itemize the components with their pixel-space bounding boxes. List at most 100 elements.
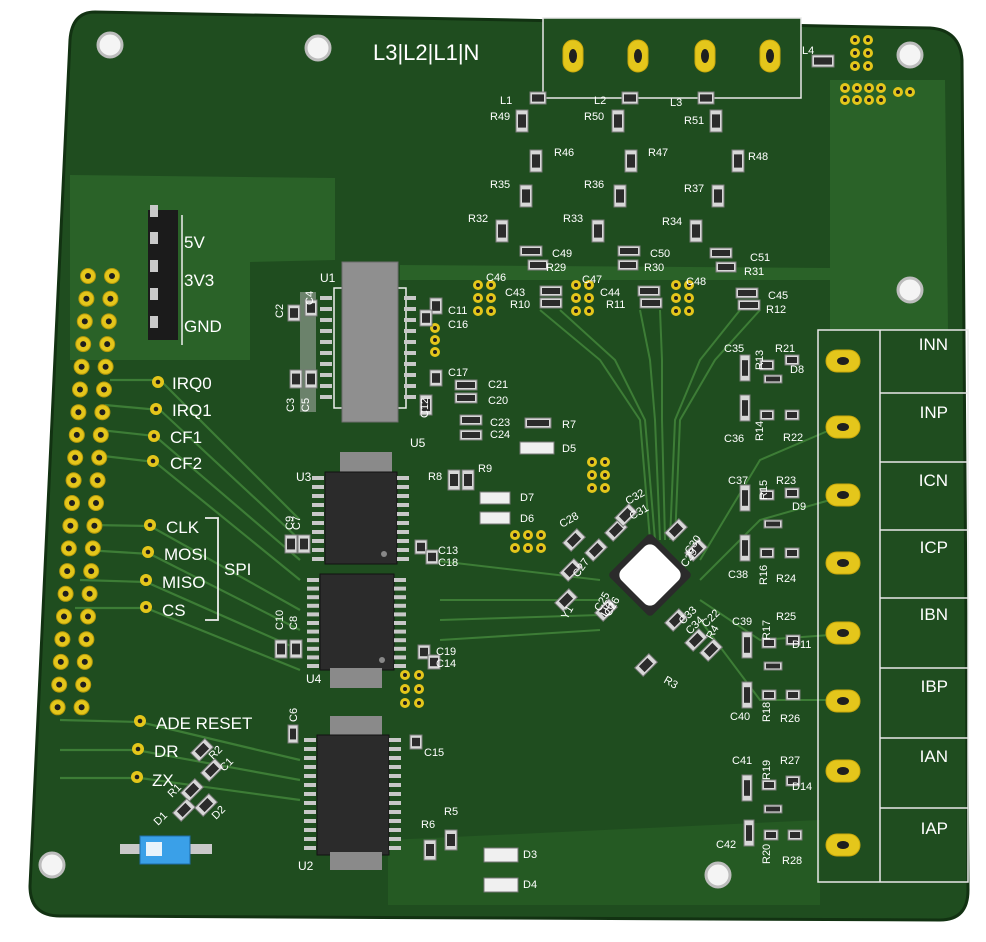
ref-c18: C18 (438, 557, 458, 569)
smd-part (519, 184, 533, 208)
ref-c44: C44 (600, 287, 620, 299)
smd-part (429, 369, 443, 387)
smd-part (519, 245, 543, 257)
ref-r46: R46 (554, 147, 574, 159)
ic-pins (304, 296, 416, 850)
ref-c37: C37 (728, 475, 748, 487)
power-pin-header (148, 205, 183, 345)
smd-part (633, 652, 659, 678)
ref-r5: R5 (444, 806, 458, 818)
smd-part (427, 654, 441, 670)
ref-r33: R33 (563, 213, 583, 225)
power-label-gnd: GND (184, 317, 222, 336)
smd-part (454, 379, 478, 391)
spi-label: SPI (224, 560, 251, 579)
smd-part (698, 637, 724, 663)
smd-part (617, 245, 641, 257)
ref-c23: C23 (490, 417, 510, 429)
ref-c38: C38 (728, 569, 748, 581)
smd-part (761, 779, 777, 791)
smd-part (741, 631, 753, 659)
ref-c47: C47 (582, 274, 602, 286)
ref-r9: R9 (478, 463, 492, 475)
phase-label: L3|L2|L1|N (373, 40, 479, 65)
input-label-iap: IAP (921, 819, 948, 838)
ref-l1: L1 (500, 95, 512, 107)
copper-pour-left-header (70, 175, 335, 360)
input-label-ian: IAN (920, 747, 948, 766)
smd-part (787, 829, 803, 841)
copper-pour-top-right (830, 80, 948, 330)
ref-r10: R10 (510, 299, 530, 311)
smd-part (425, 549, 439, 565)
ref-c9: C9 (284, 516, 296, 530)
ref-d14: D14 (792, 781, 812, 793)
ref-r7: R7 (562, 419, 576, 431)
ref-d4: D4 (523, 879, 537, 891)
smd-part (274, 639, 288, 659)
ref-r27: R27 (780, 755, 800, 767)
ref-c46: C46 (486, 272, 506, 284)
input-label-inn: INN (919, 335, 948, 354)
signal-label-miso: MISO (162, 573, 205, 592)
smd-part (527, 259, 549, 271)
ref-r36: R36 (584, 179, 604, 191)
smd-part (423, 839, 437, 861)
ref-d5: D5 (562, 443, 576, 455)
smd-part (529, 149, 543, 173)
ref-r49: R49 (490, 111, 510, 123)
smd-part (284, 534, 298, 554)
power-label-3v3: 3V3 (184, 271, 214, 290)
ref-c16: C16 (448, 319, 468, 331)
ref-r31: R31 (744, 266, 764, 278)
ref-r22: R22 (783, 432, 803, 444)
smd-part (529, 91, 547, 105)
ic-label-u6: U6 (597, 599, 617, 620)
smd-part (663, 517, 689, 543)
smd-part (297, 534, 311, 554)
smd-part (709, 247, 733, 259)
ref-r18: R18 (761, 702, 773, 722)
ref-r28: R28 (782, 855, 802, 867)
ref-r14: R14 (754, 421, 766, 441)
smd-part (785, 775, 801, 787)
smd-part (461, 469, 475, 491)
ref-r8: R8 (428, 471, 442, 483)
ref-d7: D7 (520, 492, 534, 504)
signal-label-mosi: MOSI (164, 545, 207, 564)
ref-c45: C45 (768, 290, 788, 302)
smd-part (784, 547, 800, 559)
smd-part (495, 219, 509, 243)
smd-part (289, 369, 303, 389)
smd-part (711, 184, 725, 208)
smd-part (429, 297, 443, 315)
ref-r6: R6 (421, 819, 435, 831)
smd-part (621, 91, 639, 105)
ref-c50: C50 (650, 248, 670, 260)
smd-part (741, 774, 753, 802)
smd-part (419, 394, 433, 416)
smd-part (558, 557, 584, 583)
smd-part (419, 309, 433, 327)
ic-label-u2: U2 (298, 859, 314, 873)
smd-part (289, 639, 303, 659)
smd-part (199, 757, 225, 783)
via-clusters (131, 35, 915, 783)
smd-part (784, 354, 800, 366)
ref-c13: C13 (438, 545, 458, 557)
ref-r47: R47 (648, 147, 668, 159)
smd-part (539, 285, 563, 297)
smd-part (539, 297, 563, 309)
smd-part (454, 392, 478, 404)
smd-part (741, 681, 753, 709)
signal-label-irq1: IRQ1 (172, 401, 212, 420)
smd-part (759, 547, 775, 559)
smd-part (171, 797, 197, 823)
leds (479, 441, 555, 893)
smd-part (409, 734, 423, 750)
ref-c12: C12 (419, 398, 431, 418)
ref-l3: L3 (670, 97, 682, 109)
ic-u3 (324, 452, 398, 565)
